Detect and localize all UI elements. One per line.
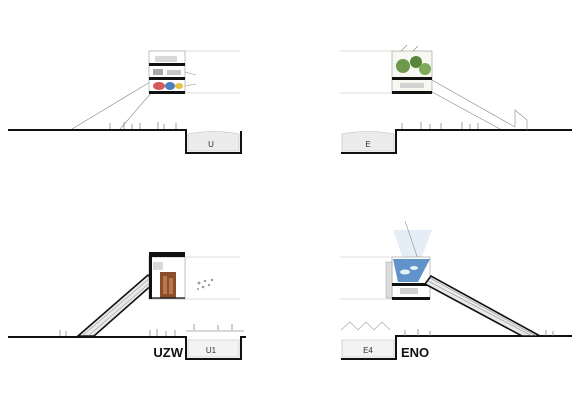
people-figures xyxy=(401,122,479,129)
escalator-bottom-right xyxy=(423,274,541,337)
pit-label-bottom-left: U1 xyxy=(206,346,217,355)
stair-rail xyxy=(514,109,528,130)
sight-line xyxy=(71,81,151,130)
light-beam xyxy=(393,230,432,259)
building-bottom-right xyxy=(385,256,431,300)
ground-line-bottom-left xyxy=(8,336,246,360)
ground-line-bottom-right xyxy=(341,335,572,360)
section-bottom-right: E4 ENO xyxy=(340,220,572,360)
escalator-bottom-left xyxy=(75,273,156,337)
building-bottom-left xyxy=(148,252,186,300)
section-top-left: U xyxy=(8,50,242,154)
section-top-right: E xyxy=(340,44,572,154)
pit-fill-bottom-left xyxy=(187,339,240,358)
sight-line xyxy=(119,91,153,130)
sight-line xyxy=(431,91,501,130)
building-top-right xyxy=(391,44,433,94)
ground-line-top-right xyxy=(341,129,572,154)
pit-label-top-right: E xyxy=(365,140,370,149)
pit-fill-top-right xyxy=(341,131,395,152)
people-figures xyxy=(109,122,177,129)
people-figures xyxy=(59,324,233,336)
pit-fill-top-left xyxy=(187,131,240,152)
ground-line-top-left xyxy=(8,129,242,154)
sight-line xyxy=(431,79,516,128)
pit-fill-bottom-right xyxy=(341,339,395,358)
section-caption-uzw: UZW xyxy=(153,345,183,360)
section-bottom-left: U1 UZW xyxy=(8,252,246,360)
tent-canopy xyxy=(340,321,391,331)
pit-label-bottom-right: E4 xyxy=(363,346,373,355)
people-figures xyxy=(404,329,554,336)
pit-label-top-left: U xyxy=(208,140,214,149)
building-top-left xyxy=(148,50,197,94)
birds-scatter xyxy=(197,278,214,290)
light-ray xyxy=(404,220,419,260)
section-caption-eno: ENO xyxy=(401,345,429,360)
